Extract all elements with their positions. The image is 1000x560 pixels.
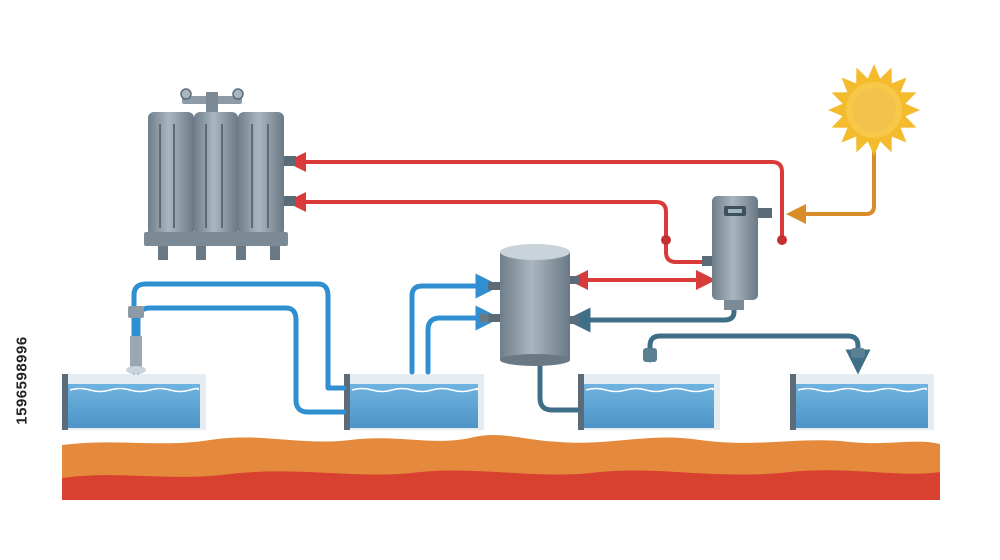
radiator-icon (144, 88, 296, 260)
return-pipes (537, 297, 871, 413)
cold-pipe-1 (131, 281, 347, 391)
cylinder-tank-icon (479, 244, 580, 366)
hot-pipe-1 (286, 152, 784, 242)
stock-id-text: 1596598996 (13, 335, 31, 425)
return-pipe-3 (647, 333, 871, 375)
water-tank-4 (790, 374, 934, 430)
ground-layer (62, 434, 940, 500)
water-tank-2 (344, 374, 484, 430)
hot-pipe-valves (661, 235, 787, 245)
water-tank-3 (578, 374, 720, 430)
sun-icon (828, 64, 920, 156)
ground-bottom-band (62, 470, 940, 500)
return-pipe-2 (565, 297, 737, 333)
boiler-unit-icon (702, 196, 772, 310)
hot-pipes (286, 152, 784, 290)
return-pipe-1 (537, 357, 581, 413)
solar-pipe (786, 148, 876, 224)
cold-pipe-3 (409, 273, 501, 375)
hot-pipe-2 (286, 192, 714, 264)
stock-id-label: 1596598996 (12, 300, 32, 460)
water-tank-1 (62, 374, 206, 430)
pipe-fittings (643, 348, 865, 362)
cold-pipe-4 (425, 305, 501, 375)
cold-pipe-valve (126, 306, 146, 374)
